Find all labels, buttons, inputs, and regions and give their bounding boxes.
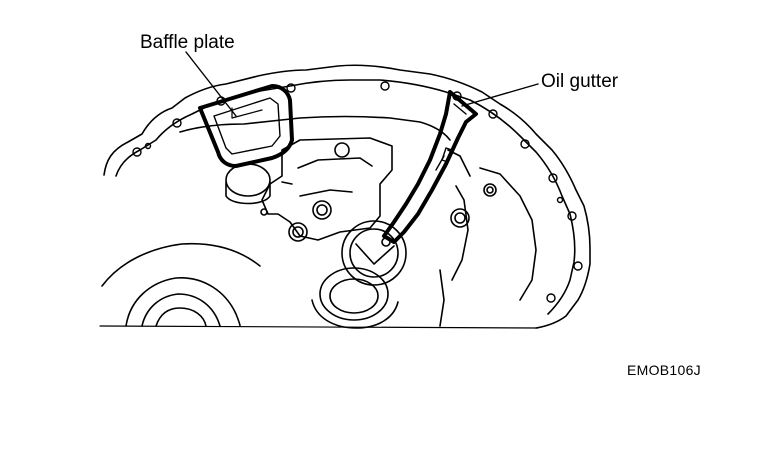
main-shaft-bore — [341, 220, 407, 286]
lower-bore — [311, 267, 399, 329]
baffle-plate-label: Baffle plate — [140, 32, 235, 53]
left-cutaway — [101, 242, 261, 287]
inner-web — [179, 115, 451, 141]
case-outer-outline — [103, 64, 591, 329]
right-interior-ribs — [439, 149, 537, 327]
flange-bolt-holes — [132, 81, 583, 303]
oil-gutter-leader — [461, 83, 539, 107]
center-housing — [261, 137, 393, 241]
small-bosses — [260, 142, 497, 242]
baffle-plate-leader — [185, 51, 237, 117]
case-flange-inner — [115, 79, 576, 315]
case-bottom-edge — [99, 325, 539, 329]
center-housing-detail — [281, 157, 373, 197]
oil-gutter — [382, 90, 478, 244]
oil-gutter-label: Oil gutter — [541, 71, 619, 92]
left-bearing — [125, 277, 241, 327]
figure-code: EMOB106J — [627, 362, 701, 378]
